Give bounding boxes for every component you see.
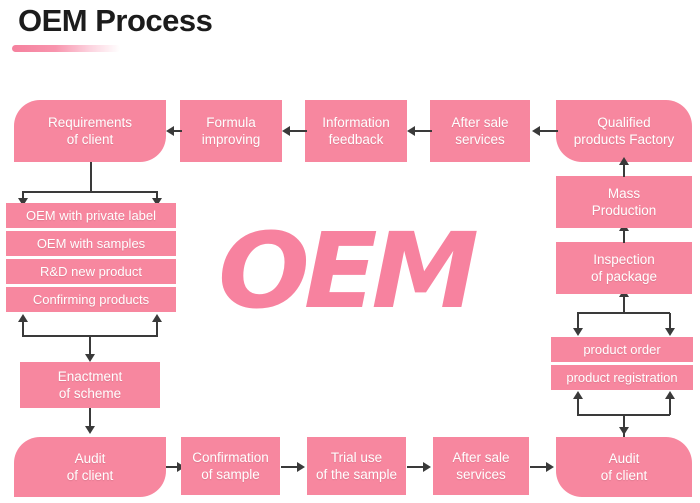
connector-inspection-to-mass	[623, 228, 625, 243]
node-label-line2: improving	[201, 132, 261, 147]
arrowhead-left	[282, 126, 290, 136]
connector-enactment-to-audit	[89, 408, 91, 430]
node-label-line1: Requirements	[47, 115, 133, 130]
node-label-line2: of the sample	[315, 467, 398, 482]
node-qualified-products-factory[interactable]: Qualified products Factory	[556, 100, 692, 162]
connector-aftersale-to-audit-right	[530, 466, 547, 468]
connector-order-right-leg	[669, 313, 671, 330]
node-label: OEM with samples	[36, 236, 146, 251]
node-label-line1: Audit	[74, 451, 106, 466]
arrowhead-down	[85, 354, 95, 362]
node-label-line2: of client	[66, 468, 114, 483]
connector-order-fork-bar	[577, 312, 670, 314]
arrowhead-right	[546, 462, 554, 472]
connector-information-to-formula	[290, 130, 307, 132]
node-label-line1: Inspection	[593, 252, 655, 267]
node-label-line2: products Factory	[573, 132, 675, 147]
node-inspection-of-package[interactable]: Inspection of package	[556, 242, 692, 294]
node-label: R&D new product	[40, 264, 142, 279]
connector-requirements-fork	[22, 191, 158, 193]
connector-factory-to-aftersale	[540, 130, 558, 132]
node-after-sale-services-top[interactable]: After sale services	[430, 100, 530, 162]
node-mass-production[interactable]: Mass Production	[556, 176, 692, 228]
connector-requirements-down	[90, 162, 92, 192]
node-oem-with-private-label[interactable]: OEM with private label	[6, 203, 176, 228]
arrowhead-up	[619, 157, 629, 165]
arrowhead-right	[297, 462, 305, 472]
arrowhead-down	[573, 328, 583, 336]
connector-audit-to-confirmation	[166, 466, 178, 468]
node-label-line2: services	[455, 132, 505, 147]
connector-fork-left-leg	[22, 191, 24, 201]
node-label-line2: of client	[66, 132, 114, 147]
arrowhead-up	[573, 391, 583, 399]
node-label-line2: feedback	[328, 132, 384, 147]
connector-formula-to-requirements	[174, 130, 182, 132]
connector-order-left-leg	[577, 313, 579, 330]
arrowhead-down	[152, 198, 162, 206]
connector-registration-left-leg	[577, 398, 579, 415]
connector-aftersale-to-information	[415, 130, 432, 132]
node-label-line1: Trial use	[330, 450, 383, 465]
arrowhead-down	[619, 427, 629, 435]
node-confirmation-of-sample[interactable]: Confirmation of sample	[181, 437, 280, 495]
node-information-feedback[interactable]: Information feedback	[305, 100, 407, 162]
node-formula-improving[interactable]: Formula improving	[180, 100, 282, 162]
node-oem-with-samples[interactable]: OEM with samples	[6, 231, 176, 256]
node-product-order[interactable]: product order	[551, 337, 693, 362]
node-label-line2: Production	[591, 203, 657, 218]
arrowhead-left	[407, 126, 415, 136]
title-underline-rule	[12, 45, 120, 52]
node-label: Confirming products	[32, 292, 150, 307]
node-label-line1: Audit	[608, 451, 640, 466]
arrowhead-left	[166, 126, 174, 136]
oem-watermark: OEM	[218, 210, 479, 332]
arrowhead-up	[665, 391, 675, 399]
node-label-line1: Qualified	[597, 115, 651, 130]
node-label-line2: of client	[600, 468, 648, 483]
node-label-line2: services	[456, 467, 506, 482]
node-label: product registration	[566, 370, 678, 385]
arrowhead-up	[18, 314, 28, 322]
node-label-line1: Mass	[607, 186, 641, 201]
arrowhead-down	[665, 328, 675, 336]
node-audit-of-client-left[interactable]: Audit of client	[14, 437, 166, 497]
node-label-line1: After sale	[451, 115, 509, 130]
connector-audit-right-up	[623, 415, 625, 437]
connector-order-to-inspection	[623, 295, 625, 313]
node-label-line1: After sale	[452, 450, 510, 465]
node-enactment-of-scheme[interactable]: Enactment of scheme	[20, 362, 160, 408]
connector-merge-to-enactment	[89, 335, 91, 357]
node-label-line1: Enactment	[57, 369, 123, 384]
node-label-line2: of package	[590, 269, 658, 284]
connector-mass-to-factory	[623, 162, 625, 177]
connector-confirmation-to-trial	[281, 466, 298, 468]
connector-trial-to-aftersale	[407, 466, 424, 468]
node-rd-new-product[interactable]: R&D new product	[6, 259, 176, 284]
arrowhead-up	[152, 314, 162, 322]
arrowhead-right	[423, 462, 431, 472]
node-label-line2: of scheme	[58, 386, 122, 401]
node-label-line1: Formula	[206, 115, 256, 130]
arrowhead-left	[532, 126, 540, 136]
connector-registration-merge-bar	[577, 414, 670, 416]
node-confirming-products[interactable]: Confirming products	[6, 287, 176, 312]
connector-merge-left-leg	[22, 320, 24, 336]
node-label: product order	[583, 342, 661, 357]
connector-merge-right-leg	[156, 320, 158, 336]
connector-registration-right-leg	[669, 398, 671, 415]
node-product-registration[interactable]: product registration	[551, 365, 693, 390]
arrowhead-down	[18, 198, 28, 206]
node-requirements-of-client[interactable]: Requirements of client	[14, 100, 166, 162]
arrowhead-down	[85, 426, 95, 434]
node-trial-use-of-the-sample[interactable]: Trial use of the sample	[307, 437, 406, 495]
node-label: OEM with private label	[25, 208, 157, 223]
node-audit-of-client-right[interactable]: Audit of client	[556, 437, 692, 497]
connector-fork-right-leg	[156, 191, 158, 201]
node-after-sale-services-bottom[interactable]: After sale services	[433, 437, 529, 495]
node-label-line1: Information	[322, 115, 390, 130]
node-label-line2: of sample	[201, 467, 260, 482]
node-label-line1: Confirmation	[192, 450, 269, 465]
page-title: OEM Process	[18, 3, 213, 38]
